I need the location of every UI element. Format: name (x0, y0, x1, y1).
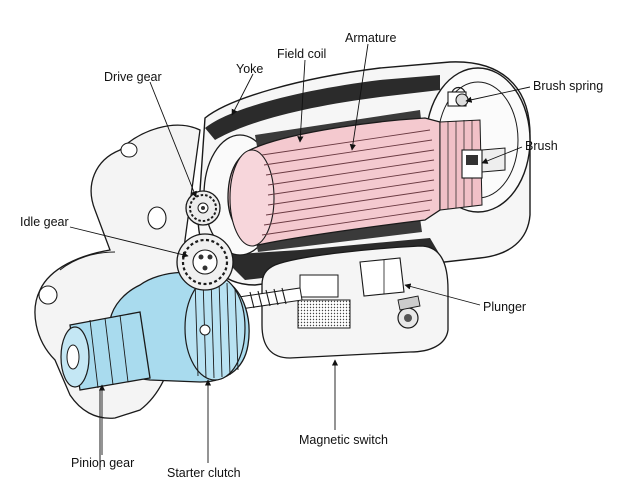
label-drive-gear: Drive gear (104, 70, 162, 84)
label-plunger: Plunger (483, 300, 526, 314)
leader-lines (69, 43, 531, 463)
label-yoke: Yoke (236, 62, 263, 76)
magnetic-switch (261, 245, 449, 359)
idle-gear (176, 233, 234, 291)
pinion-gear (60, 311, 151, 391)
label-brush-spring: Brush spring (533, 79, 603, 93)
label-pinion-gear: Pinion gear (71, 456, 134, 470)
label-magnetic-switch: Magnetic switch (299, 433, 388, 447)
brush-holder (447, 86, 483, 179)
armature (227, 117, 506, 247)
label-brush: Brush (525, 139, 558, 153)
label-starter-clutch: Starter clutch (167, 466, 241, 480)
labels: Armature Field coil Yoke Drive gear Brus… (20, 31, 603, 480)
drive-gear (185, 190, 221, 226)
label-field-coil: Field coil (277, 47, 326, 61)
label-armature: Armature (345, 31, 396, 45)
label-idle-gear: Idle gear (20, 215, 69, 229)
